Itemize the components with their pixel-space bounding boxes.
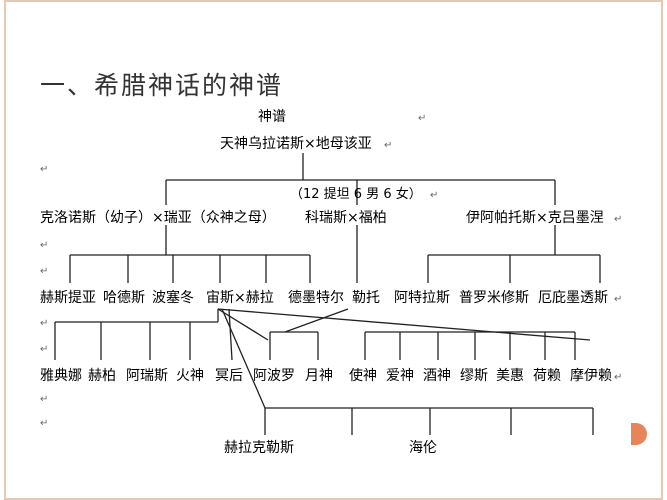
progenitors-label: 天神乌拉诺斯×地母该亚 <box>220 136 372 152</box>
deity-name: 摩伊赖 <box>570 367 612 384</box>
olympian-name: 波塞冬 <box>152 289 194 306</box>
diagram-heading: 神谱 <box>258 109 286 125</box>
return-mark: ↵ <box>614 214 622 225</box>
deity-name: 美惠 <box>496 368 524 384</box>
deity-name: 冥后 <box>215 368 243 384</box>
olympian-name: 宙斯×赫拉 <box>206 290 274 306</box>
slide-title: 一、希腊神话的神谱 <box>40 71 284 100</box>
deity-name: 爱神 <box>386 368 414 384</box>
connector-lines <box>54 153 601 435</box>
deity-name: 使神 <box>349 367 377 384</box>
olympian-name: 阿特拉斯 <box>394 290 450 306</box>
deity-name: 荷赖 <box>533 368 561 384</box>
titan-couple-iapetos: 伊阿帕托斯×克吕墨涅 <box>466 210 604 226</box>
return-mark: ↵ <box>418 113 426 124</box>
deity-name: 阿波罗 <box>253 368 295 384</box>
return-mark: ↵ <box>384 140 392 151</box>
olympian-name: 德墨特尔 <box>288 290 344 306</box>
deity-name: 月神 <box>305 368 333 384</box>
deity-name: 阿瑞斯 <box>126 368 168 384</box>
olympian-name: 勒托 <box>352 290 380 306</box>
titan-couple-kronos: 克洛诺斯（幼子）×瑞亚（众神之母） <box>40 210 276 226</box>
return-mark: ↵ <box>40 394 48 405</box>
return-mark: ↵ <box>614 294 622 305</box>
return-mark: ↵ <box>40 164 48 175</box>
accent-tab <box>631 423 647 445</box>
deity-name: 缪斯 <box>460 368 488 384</box>
return-mark: ↵ <box>430 190 438 201</box>
hero-name: 赫拉克勒斯 <box>224 440 294 456</box>
deity-name: 赫柏 <box>88 368 116 384</box>
olympian-name: 赫斯提亚 <box>40 290 96 306</box>
hero-name: 海伦 <box>409 440 437 456</box>
frame-left-border <box>4 0 6 500</box>
return-mark: ↵ <box>40 266 48 277</box>
frame-top-border <box>4 0 663 2</box>
return-mark: ↵ <box>40 418 48 429</box>
olympian-name: 厄庇墨透斯 <box>538 290 608 306</box>
frame-bottom-border <box>4 498 663 500</box>
deity-name: 火神 <box>176 368 204 384</box>
return-mark: ↵ <box>614 372 622 383</box>
titan-couple-koios: 科瑞斯×福柏 <box>305 210 387 226</box>
deity-name: 雅典娜 <box>40 368 82 384</box>
olympian-name: 哈德斯 <box>103 290 145 306</box>
return-mark: ↵ <box>40 240 48 251</box>
frame-right-border <box>661 0 663 500</box>
titans-note: （12 提坦 6 男 6 女） <box>290 186 422 202</box>
return-mark: ↵ <box>40 344 48 355</box>
return-mark: ↵ <box>40 318 48 329</box>
deity-name: 酒神 <box>423 368 451 384</box>
olympian-name: 普罗米修斯 <box>459 290 529 306</box>
